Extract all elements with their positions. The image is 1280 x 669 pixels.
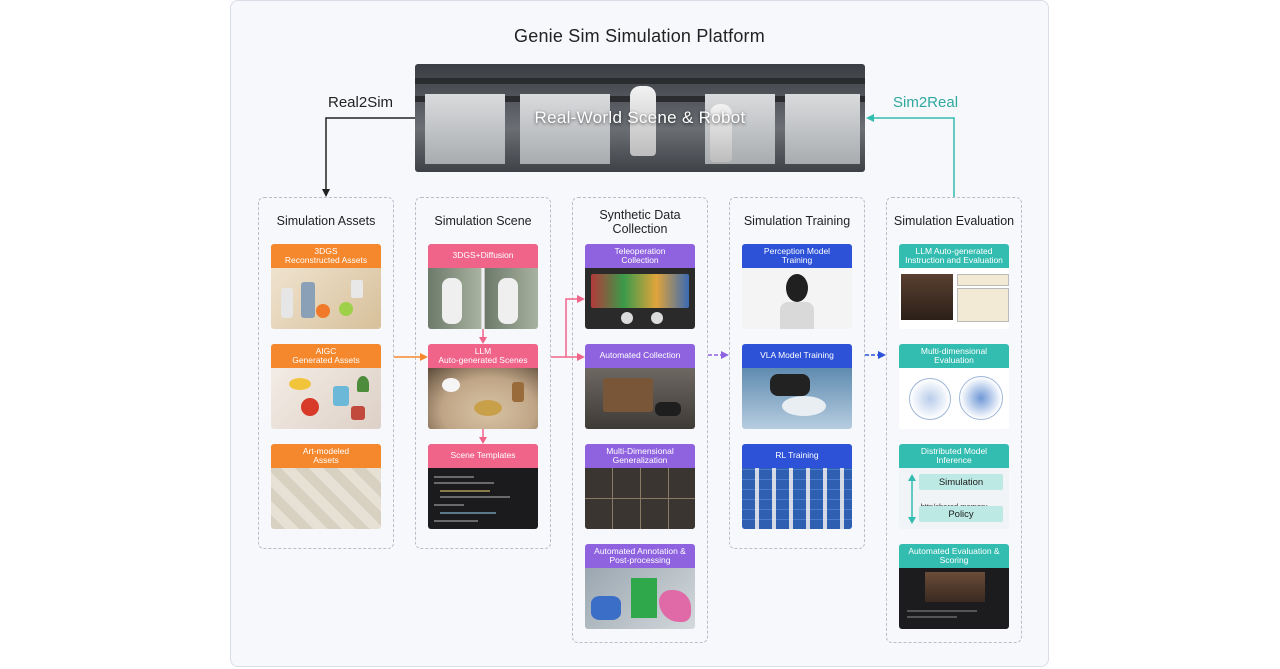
card-label: Distributed Model Inference: [899, 444, 1009, 468]
simulation-box: Simulation: [919, 474, 1003, 490]
real2sim-arrow: [325, 117, 415, 192]
reconstructed-assets-image: [271, 268, 381, 329]
perception-robot-image: [742, 268, 852, 329]
hero-caption: Real-World Scene & Robot: [534, 108, 746, 127]
card-label: VLA Model Training: [742, 344, 852, 368]
card-automated-annotation: Automated Annotation & Post-processing: [585, 544, 695, 629]
card-scene-templates: Scene Templates: [428, 444, 538, 529]
vla-training-image: [742, 368, 852, 429]
column-synthetic-data-collection: [572, 197, 708, 643]
inference-diagram: Simulation http/shared memory Policy: [899, 468, 1009, 529]
card-label: Scene Templates: [428, 444, 538, 468]
card-3dgs-diffusion: 3DGS+Diffusion: [428, 244, 538, 329]
card-multi-dimensional-evaluation: Multi-dimensional Evaluation: [899, 344, 1009, 429]
automated-collection-image: [585, 368, 695, 429]
diagram-title: Genie Sim Simulation Platform: [514, 26, 765, 46]
diffusion-scene-image: [428, 268, 538, 329]
real2sim-label: Real2Sim: [328, 94, 394, 111]
card-multi-dimensional-generalization: Multi-Dimensional Generalization: [585, 444, 695, 529]
sim2real-label: Sim2Real: [893, 94, 959, 111]
card-teleoperation-collection: Teleoperation Collection: [585, 244, 695, 329]
card-perception-model-training: Perception Model Training: [742, 244, 852, 329]
generalization-image: [585, 468, 695, 529]
real-world-scene-image: [415, 64, 865, 172]
card-label: Multi-Dimensional Generalization: [585, 444, 695, 468]
annotation-image: [585, 568, 695, 629]
card-label: Automated Annotation & Post-processing: [585, 544, 695, 568]
column-simulation-assets: [258, 197, 394, 549]
card-llm-instruction-evaluation: LLM Auto-generated Instruction and Evalu…: [899, 244, 1009, 329]
column-simulation-training: [729, 197, 865, 549]
column-title-evaluation: Simulation Evaluation: [893, 214, 1015, 228]
card-label: Perception Model Training: [742, 244, 852, 268]
card-art-modeled-assets: Art-modeled Assets: [271, 444, 381, 529]
teleoperation-image: [585, 268, 695, 329]
card-label: 3DGS Reconstructed Assets: [271, 244, 381, 268]
card-vla-model-training: VLA Model Training: [742, 344, 852, 429]
card-label: 3DGS+Diffusion: [428, 244, 538, 268]
card-label: RL Training: [742, 444, 852, 468]
policy-box: Policy: [919, 506, 1003, 522]
card-label: LLM Auto-generated Instruction and Evalu…: [899, 244, 1009, 268]
card-automated-collection: Automated Collection: [585, 344, 695, 429]
column-simulation-scene: [415, 197, 551, 549]
card-label: Art-modeled Assets: [271, 444, 381, 468]
scene-to-collection-arrow: [551, 298, 578, 358]
card-label: Automated Evaluation & Scoring: [899, 544, 1009, 568]
card-aigc-generated-assets: AIGC Generated Assets: [271, 344, 381, 429]
card-label: LLM Auto-generated Scenes: [428, 344, 538, 368]
sim2real-arrow: [872, 117, 955, 197]
column-simulation-evaluation: [886, 197, 1022, 643]
card-label: Teleoperation Collection: [585, 244, 695, 268]
card-distributed-model-inference: Distributed Model Inference Simulation h…: [899, 444, 1009, 529]
card-automated-evaluation-scoring: Automated Evaluation & Scoring: [899, 544, 1009, 629]
art-modeled-assets-image: [271, 468, 381, 529]
scene-templates-code-image: [428, 468, 538, 529]
bidirectional-arrow-icon: [908, 474, 916, 524]
column-title-scene: Simulation Scene: [434, 214, 532, 228]
column-title-collection: Synthetic Data Collection: [599, 208, 681, 236]
scoring-image: [899, 568, 1009, 629]
column-title-training: Simulation Training: [743, 214, 851, 228]
card-llm-auto-generated-scenes: LLM Auto-generated Scenes: [428, 344, 538, 429]
column-title-assets: Simulation Assets: [276, 214, 376, 228]
card-label: AIGC Generated Assets: [271, 344, 381, 368]
llm-evaluation-image: [899, 268, 1009, 329]
card-3dgs-reconstructed-assets: 3DGS Reconstructed Assets: [271, 244, 381, 329]
radar-charts-image: [899, 368, 1009, 429]
card-rl-training: RL Training: [742, 444, 852, 529]
card-label: Automated Collection: [585, 344, 695, 368]
aigc-assets-image: [271, 368, 381, 429]
card-label: Multi-dimensional Evaluation: [899, 344, 1009, 368]
llm-scene-image: [428, 368, 538, 429]
rl-training-image: [742, 468, 852, 529]
